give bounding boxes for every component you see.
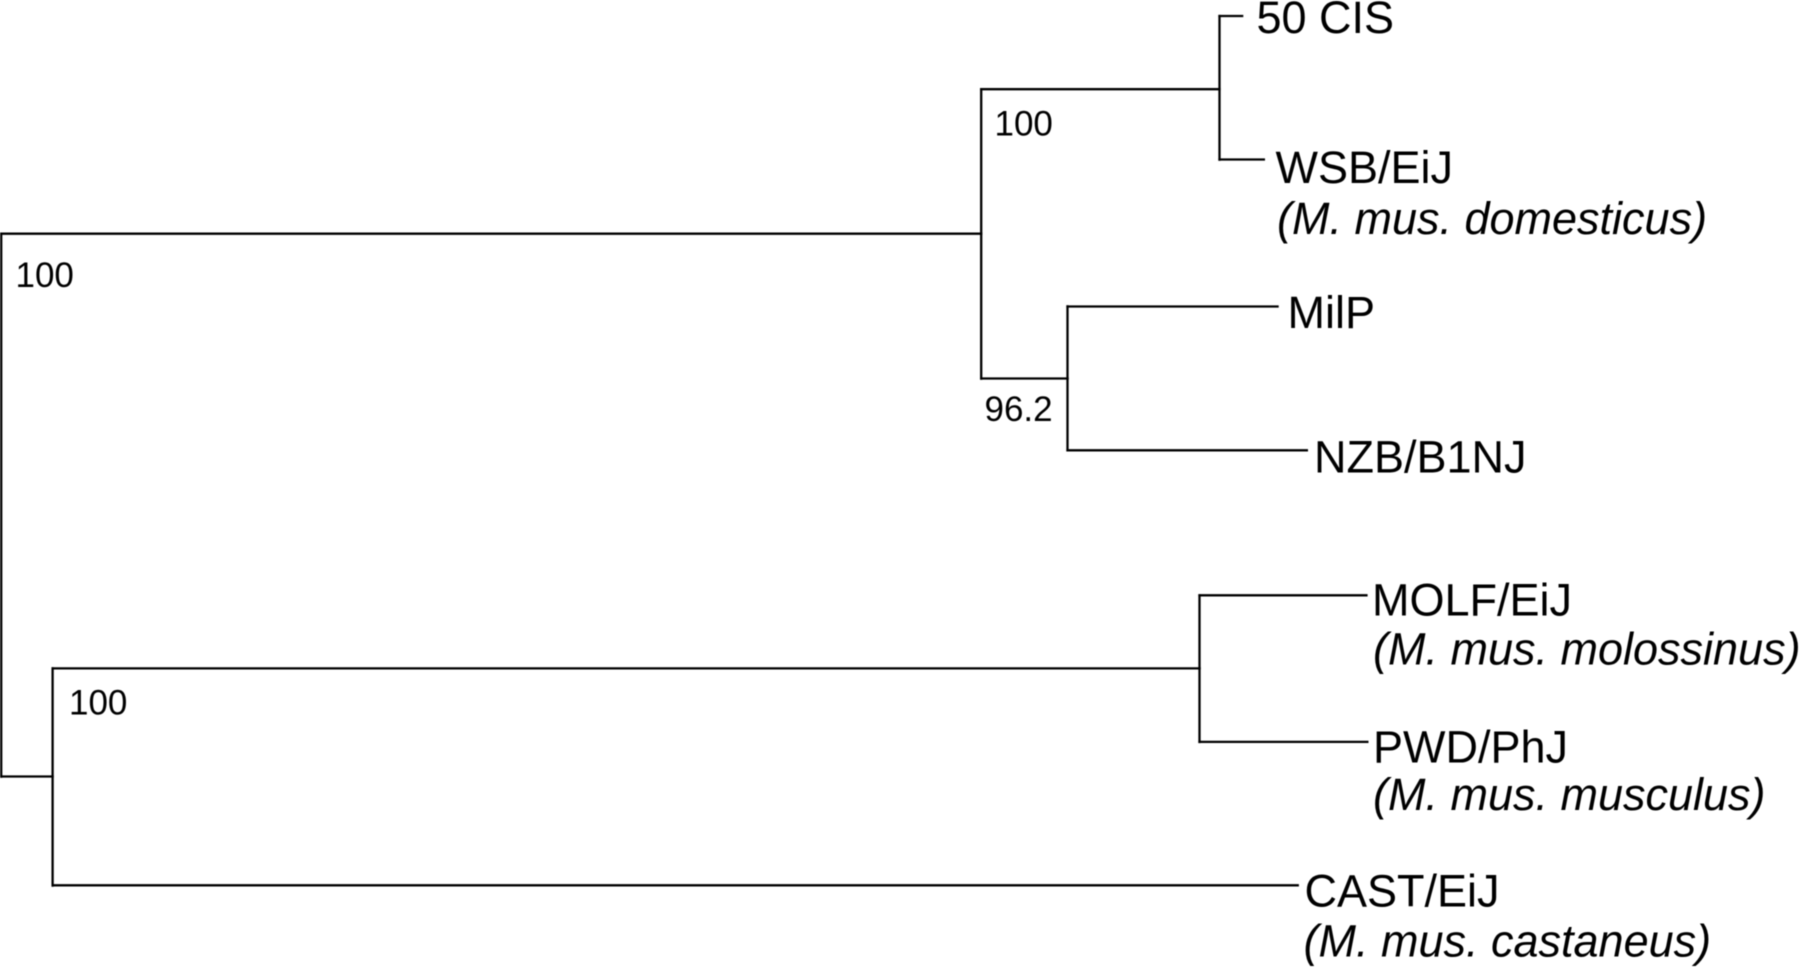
svg-text:100: 100 [69, 684, 127, 723]
svg-text:CAST/EiJ: CAST/EiJ [1305, 866, 1500, 917]
svg-text:(M. mus. molossinus): (M. mus. molossinus) [1373, 624, 1800, 675]
svg-text:WSB/EiJ: WSB/EiJ [1276, 142, 1454, 193]
svg-text:(M. mus. castaneus): (M. mus. castaneus) [1304, 916, 1712, 967]
svg-text:100: 100 [995, 105, 1053, 144]
svg-text:NZB/B1NJ: NZB/B1NJ [1314, 432, 1527, 483]
svg-text:100: 100 [16, 256, 74, 295]
svg-text:PWD/PhJ: PWD/PhJ [1373, 722, 1568, 773]
svg-text:(M. mus. domesticus): (M. mus. domesticus) [1277, 193, 1707, 244]
svg-text:(M. mus. musculus): (M. mus. musculus) [1373, 769, 1766, 820]
svg-text:96.2: 96.2 [985, 390, 1053, 429]
svg-text:MOLF/EiJ: MOLF/EiJ [1372, 575, 1572, 626]
svg-text:MilP: MilP [1288, 287, 1376, 338]
svg-text:50 CIS: 50 CIS [1257, 0, 1395, 43]
